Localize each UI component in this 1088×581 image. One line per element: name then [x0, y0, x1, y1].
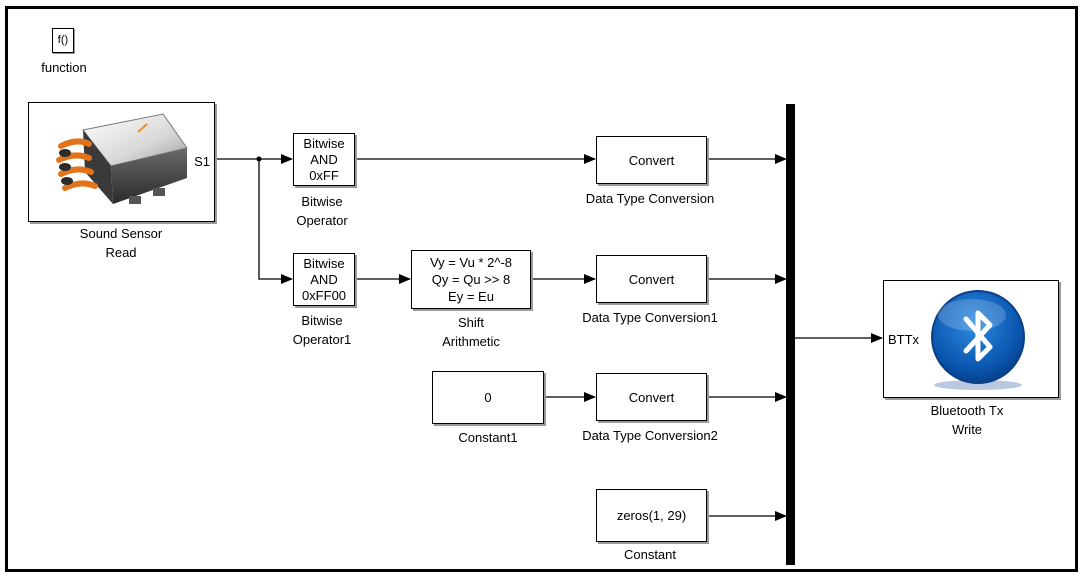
- function-block-text: f(): [57, 34, 69, 46]
- bitwise-operator-block[interactable]: Bitwise AND 0xFF: [293, 133, 355, 186]
- data-type-conversion2-block[interactable]: Convert: [596, 373, 707, 421]
- shift-arithmetic-label: Shift Arithmetic: [442, 313, 500, 351]
- wire-branch-to-bitwise1: [258, 159, 293, 284]
- mux-block[interactable]: [786, 104, 795, 565]
- bitwise1-line-3: 0xFF00: [301, 287, 347, 303]
- bitwise-operator1-label-line1: Bitwise: [301, 313, 343, 328]
- data-type-conversion2-label: Data Type Conversion2: [582, 428, 718, 443]
- bluetooth-icon: [931, 290, 1025, 390]
- bluetooth-tx-label: Bluetooth Tx Write: [931, 401, 1004, 439]
- data-type-conversion1-text: Convert: [628, 271, 675, 287]
- bluetooth-tx-label-line1: Bluetooth Tx: [930, 403, 1004, 418]
- function-block[interactable]: f(): [52, 28, 74, 53]
- shift-line-1: Vy = Vu * 2^-8: [429, 255, 513, 270]
- bitwise1-line-2: AND: [310, 271, 338, 287]
- bitwise-line-1: Bitwise: [303, 135, 345, 151]
- constant-block[interactable]: zeros(1, 29): [596, 489, 707, 542]
- data-type-conversion-block[interactable]: Convert: [596, 136, 707, 184]
- sound-sensor-label-line1: Sound Sensor: [79, 226, 163, 241]
- bitwise-operator-content: Bitwise AND 0xFF: [303, 136, 344, 184]
- bitwise-operator1-content: Bitwise AND 0xFF00: [302, 256, 346, 304]
- bitwise-line-3: 0xFF: [309, 167, 339, 183]
- data-type-conversion2-text: Convert: [628, 389, 675, 405]
- shift-arithmetic-block[interactable]: Vy = Vu * 2^-8 Qy = Qu >> 8 Ey = Eu: [411, 250, 531, 309]
- function-label: function: [41, 60, 87, 75]
- constant-label: Constant: [623, 547, 677, 562]
- sound-sensor-label: Sound Sensor Read: [80, 224, 162, 262]
- sound-sensor-read-block[interactable]: S1: [28, 102, 215, 222]
- bitwise1-line-1: Bitwise: [303, 255, 345, 271]
- bitwise-operator-label-line1: Bitwise: [301, 194, 343, 209]
- shift-line-2: Qy = Qu >> 8: [431, 272, 511, 287]
- sound-sensor-icon: [56, 113, 188, 204]
- constant1-value: 0: [484, 390, 492, 405]
- bitwise-operator-label-line2: Operator: [296, 213, 348, 228]
- data-type-conversion1-label: Data Type Conversion1: [582, 310, 718, 325]
- sound-sensor-label-line2: Read: [105, 245, 137, 260]
- shift-line-3: Ey = Eu: [448, 289, 494, 304]
- bluetooth-tx-label-line2: Write: [951, 422, 983, 437]
- bluetooth-tx-write-block[interactable]: BTTx: [883, 280, 1059, 398]
- sensor-output-port-label: S1: [194, 154, 210, 169]
- branch-point: [256, 156, 262, 162]
- shift-arithmetic-label-line1: Shift: [457, 315, 485, 330]
- bluetooth-input-port-label: BTTx: [888, 332, 920, 347]
- shift-arithmetic-content: Vy = Vu * 2^-8 Qy = Qu >> 8 Ey = Eu: [430, 254, 512, 305]
- constant1-block[interactable]: 0: [432, 371, 544, 424]
- bitwise-line-2: AND: [310, 151, 338, 167]
- data-type-conversion-label: Data Type Conversion: [585, 191, 715, 206]
- bitwise-operator1-label-line2: Operator1: [292, 332, 352, 347]
- bitwise-operator-label: Bitwise Operator: [296, 192, 347, 230]
- constant1-label: Constant1: [458, 430, 518, 445]
- shift-arithmetic-label-line2: Arithmetic: [442, 334, 500, 349]
- bitwise-operator1-label: Bitwise Operator1: [293, 311, 352, 349]
- constant-value: zeros(1, 29): [616, 508, 687, 523]
- data-type-conversion-text: Convert: [628, 152, 675, 168]
- data-type-conversion1-block[interactable]: Convert: [596, 255, 707, 303]
- bitwise-operator1-block[interactable]: Bitwise AND 0xFF00: [293, 253, 355, 306]
